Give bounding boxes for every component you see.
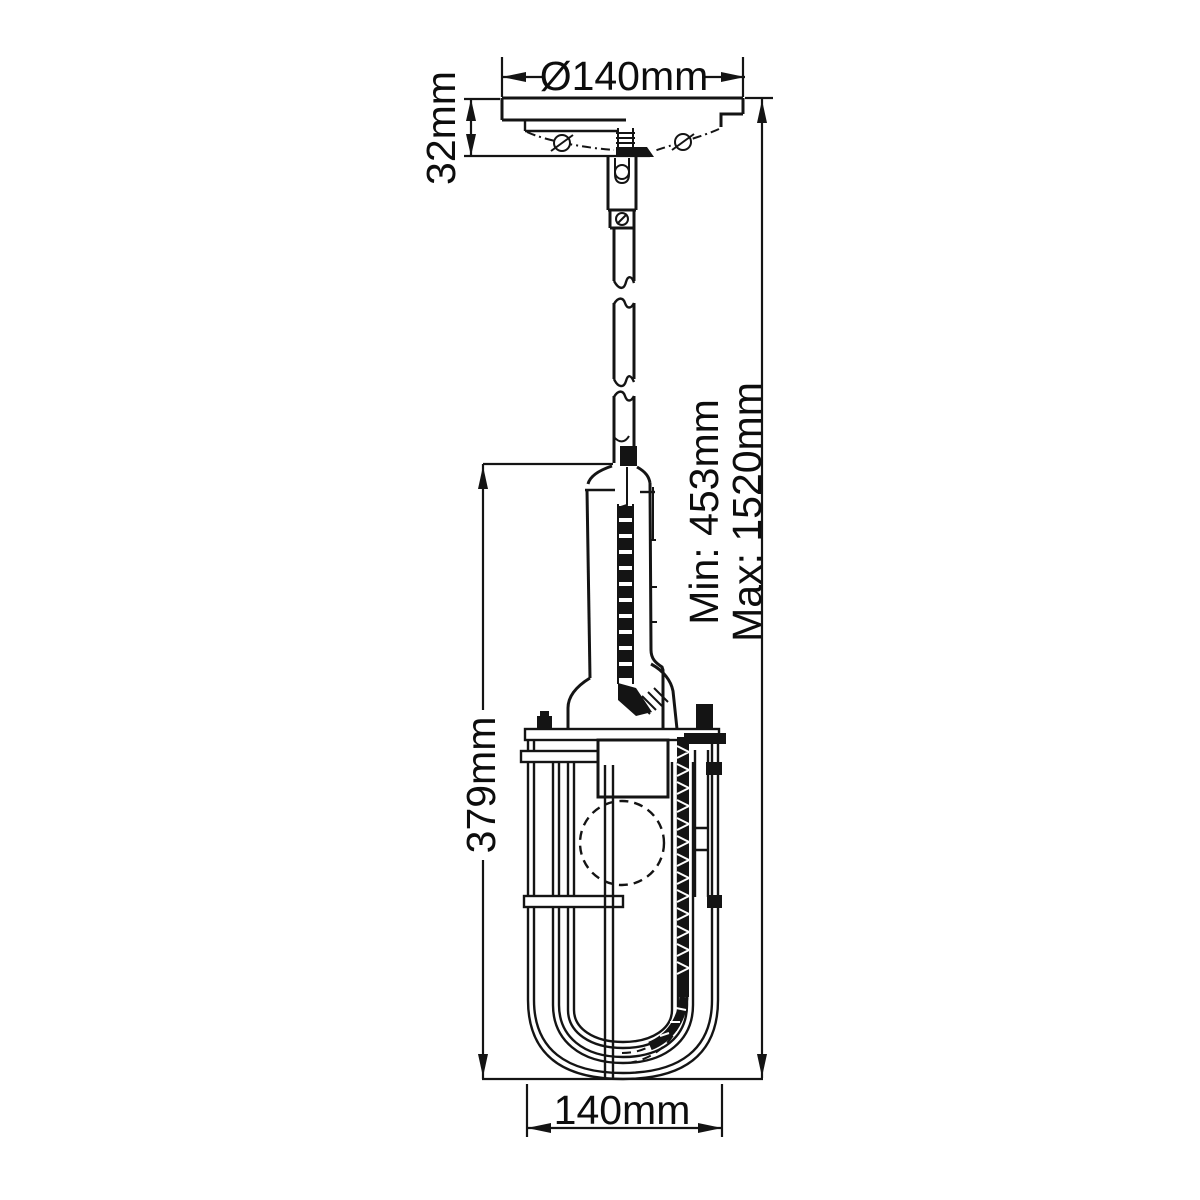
- cage-center-rod: [603, 765, 615, 1078]
- cage-bolt-right: [696, 704, 713, 730]
- dim-label-canopy-diameter: Ø140mm: [540, 53, 709, 99]
- rod-segment-3: [612, 396, 636, 463]
- cage-u-inner-b: [572, 1009, 674, 1044]
- cage-middle-ring: [522, 894, 625, 909]
- arrow-up: [466, 99, 476, 121]
- cage-wires-left: [526, 740, 576, 1010]
- stem-right-ticks: [649, 487, 657, 623]
- dim-label-body-height: 379mm: [458, 717, 504, 854]
- arrow-right: [698, 1123, 722, 1133]
- rod-break-3-top: [612, 390, 636, 402]
- cone-left: [586, 464, 613, 485]
- dim-canopy-diameter: Ø140mm: [500, 53, 745, 99]
- stem-left-edge: [585, 489, 592, 679]
- arrow-down: [757, 1054, 767, 1077]
- dim-140-lines: [525, 1084, 724, 1137]
- bracket-body: [606, 157, 638, 212]
- collar-screw-slash: [616, 213, 628, 225]
- cage-nut-right: [706, 762, 722, 775]
- stem-inner-line: [620, 467, 628, 508]
- stem-right-edge: [648, 482, 665, 729]
- rod-break-2-top: [612, 297, 636, 309]
- dim-label-min-drop: Min: 453mm: [681, 399, 727, 625]
- cone-right: [636, 465, 652, 484]
- dim-label-max-drop: Max: 1520mm: [724, 382, 770, 642]
- canopy-dome-profile-right: [653, 128, 720, 152]
- socket-cover: [596, 738, 670, 799]
- dim-overall-drop: Min: 453mm Max: 1520mm: [681, 96, 773, 1078]
- cage-u-outer-b: [532, 999, 714, 1075]
- cage-nut-bar-right: [684, 733, 726, 744]
- rod-break-3-inner: [613, 435, 630, 443]
- bracket-pivot: [614, 164, 630, 180]
- thread-strip-blocks: [619, 506, 632, 678]
- thread-hidden-arc-1: [621, 1043, 654, 1054]
- dim-cage-width: 140mm: [525, 1084, 724, 1137]
- adjuster-sleeve: [693, 750, 710, 897]
- hang-straight-bracket: [606, 157, 638, 230]
- rod-thread-end: [620, 446, 637, 466]
- dim-379-lines: [481, 462, 613, 1079]
- dim-label-canopy-height: 32mm: [418, 71, 464, 185]
- canopy-right-step: [719, 98, 745, 127]
- dim-minmax-lines: [745, 96, 773, 1078]
- cage-u-mid-a: [551, 1004, 695, 1065]
- arrow-down: [466, 134, 476, 156]
- arrow-left: [527, 1123, 551, 1133]
- ceiling-canopy: [500, 96, 745, 157]
- bulb-dashed-outline: [578, 799, 666, 887]
- suspension-rod: [612, 228, 637, 466]
- threaded-nipple: [616, 128, 635, 149]
- cage-bolt-left: [537, 711, 552, 729]
- thread-chevrons: [676, 745, 692, 975]
- arrow-up: [478, 466, 488, 489]
- adjuster-end-cap: [707, 895, 722, 908]
- canopy-second-tier: [523, 120, 617, 133]
- arrow-down: [478, 1054, 488, 1077]
- thread-strip-edges: [617, 504, 634, 684]
- canopy-left-edge: [500, 98, 626, 122]
- lamp-socket: [578, 738, 670, 1078]
- clamp-hatch: [635, 687, 669, 715]
- cage-second-ring-left: [519, 749, 602, 764]
- dimension-annotations: Ø140mm 32mm 379mm Min: 453mm Max: 1520mm: [418, 53, 773, 1137]
- rod-break-1: [612, 276, 636, 290]
- thread-curve-chevrons: [659, 1007, 687, 1037]
- thread-hidden-arc-2: [627, 1027, 678, 1064]
- rod-segment-1: [612, 228, 636, 281]
- threaded-rod-curve: [648, 996, 689, 1051]
- arrow-up: [757, 100, 767, 123]
- arrow-left: [502, 72, 526, 82]
- bell-left: [566, 676, 591, 729]
- bell-right: [650, 662, 679, 730]
- dim-canopy-height: 32mm: [418, 71, 650, 185]
- dim-label-cage-width: 140mm: [554, 1087, 691, 1133]
- canopy-screw-right-slash: [671, 133, 695, 151]
- rod-break-2-bottom: [612, 375, 636, 388]
- cage-u-mid-b: [557, 1004, 689, 1059]
- dim-body-height: 379mm: [458, 462, 613, 1079]
- arrow-right: [721, 72, 745, 82]
- adjuster-rod: [621, 737, 722, 1064]
- canopy-lock-wedge: [616, 147, 654, 157]
- canopy-screw-left-slash: [550, 134, 574, 152]
- socket-stem: [566, 464, 679, 730]
- rod-segment-2: [612, 303, 636, 379]
- cage-u-outer-a: [526, 999, 720, 1081]
